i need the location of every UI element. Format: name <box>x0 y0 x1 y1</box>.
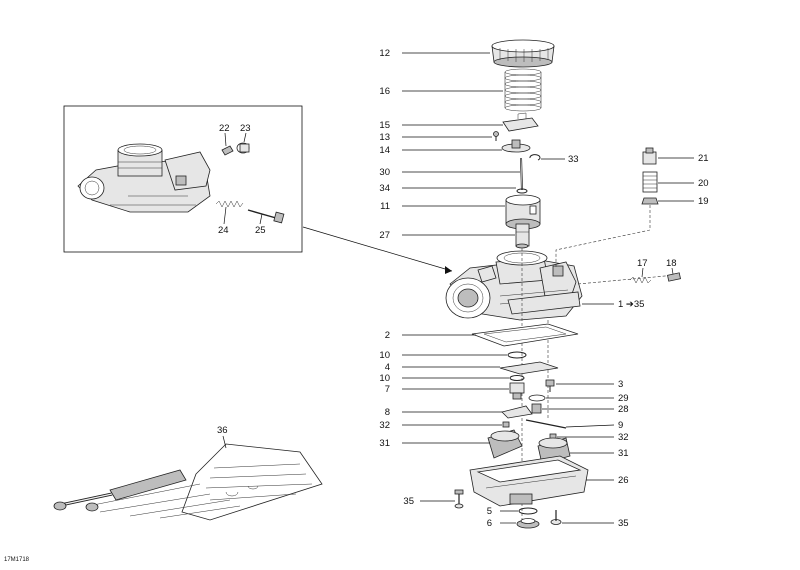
callout-4: 4 <box>385 362 390 373</box>
callout-22: 22 <box>219 123 230 134</box>
callout-3: 3 <box>618 379 623 390</box>
part-5-gasket <box>518 507 538 515</box>
drawing-code: 17M1718 <box>4 557 30 563</box>
leader-lines <box>402 52 694 524</box>
callout-32-right: 32 <box>618 432 629 443</box>
part-23-cap <box>236 142 250 154</box>
part-17-spring <box>629 276 652 284</box>
part-18-screw <box>667 272 681 282</box>
part-9-pin <box>525 419 567 429</box>
callout-1-35: 1 ➔35 <box>618 299 644 310</box>
callout-19: 19 <box>698 196 709 207</box>
part-29-washer <box>528 394 546 402</box>
callout-24: 24 <box>218 225 229 236</box>
callout-31-right: 31 <box>618 448 629 459</box>
part-34-ring <box>516 188 528 194</box>
part-7-valve-seat <box>509 382 525 400</box>
alignment-line <box>555 205 651 268</box>
callout-36: 36 <box>217 425 228 436</box>
callout-18: 18 <box>666 258 677 269</box>
part-30-needle <box>520 157 523 191</box>
callout-20: 20 <box>698 178 709 189</box>
part-36-tool-kit <box>53 443 323 521</box>
callout-10-upper: 10 <box>379 350 390 361</box>
part-33-clip <box>529 154 541 161</box>
callout-10-lower: 10 <box>379 373 390 384</box>
callout-31-left: 31 <box>379 438 390 449</box>
callout-32-left: 32 <box>379 420 390 431</box>
part-2-gasket <box>471 323 579 347</box>
part-21-adjuster <box>642 147 657 165</box>
callout-7: 7 <box>385 384 390 395</box>
callout-2: 2 <box>385 330 390 341</box>
part-15-plate <box>502 112 539 132</box>
part-31-float-left <box>487 429 523 459</box>
part-12-top-cap <box>491 39 555 68</box>
part-10-o-ring-lower <box>509 375 525 381</box>
part-32-screw-a <box>502 421 510 428</box>
part-22-screw <box>221 145 234 156</box>
callout-9: 9 <box>618 420 623 431</box>
part-10-o-ring <box>507 351 527 359</box>
callout-13: 13 <box>379 132 390 143</box>
callout-33: 33 <box>568 154 579 165</box>
callout-11: 11 <box>380 201 390 212</box>
alignment-line <box>577 274 677 285</box>
part-28-main-jet <box>531 403 542 414</box>
callout-8: 8 <box>385 407 390 418</box>
part-8-float-arm <box>501 405 533 419</box>
callout-5: 5 <box>487 506 492 517</box>
callout-21: 21 <box>698 153 709 164</box>
part-14-holder <box>501 139 531 153</box>
callout-12: 12 <box>379 48 390 59</box>
callout-15: 15 <box>379 120 390 131</box>
inset-carburetor <box>77 143 211 213</box>
callout-23: 23 <box>240 123 251 134</box>
inset-view <box>63 105 303 253</box>
part-3-screw <box>545 379 555 392</box>
callout-6: 6 <box>487 518 492 529</box>
part-24-spring <box>215 200 244 208</box>
part-26-float-bowl <box>469 455 589 507</box>
callout-29: 29 <box>618 393 629 404</box>
part-35-screw-left <box>454 489 464 509</box>
callout-30: 30 <box>379 167 390 178</box>
callout-14: 14 <box>379 145 390 156</box>
arrow-head-icon <box>445 266 452 274</box>
callout-34: 34 <box>379 183 390 194</box>
callout-26: 26 <box>618 475 629 486</box>
part-19-nut <box>641 197 659 205</box>
part-4-plate <box>499 361 559 375</box>
callout-17: 17 <box>637 258 648 269</box>
screwdriver <box>55 469 187 508</box>
callout-27: 27 <box>379 230 390 241</box>
part-6-drain-plug <box>516 518 540 529</box>
inset-leader-arrow <box>302 226 453 272</box>
part-35-screw-right <box>550 510 562 525</box>
part-13-screw <box>493 131 499 141</box>
callout-28: 28 <box>618 404 629 415</box>
part-27-needle-jet <box>515 223 530 249</box>
part-20-spring <box>642 171 658 193</box>
callout-16: 16 <box>379 86 390 97</box>
callout-35-left: 35 <box>403 496 414 507</box>
carburetor-body <box>445 250 583 321</box>
callout-35-right: 35 <box>618 518 629 529</box>
callout-25: 25 <box>255 225 266 236</box>
part-16-spring <box>504 68 542 112</box>
callout-labels: 12 16 15 13 14 33 30 34 11 27 21 20 19 1… <box>4 48 709 563</box>
